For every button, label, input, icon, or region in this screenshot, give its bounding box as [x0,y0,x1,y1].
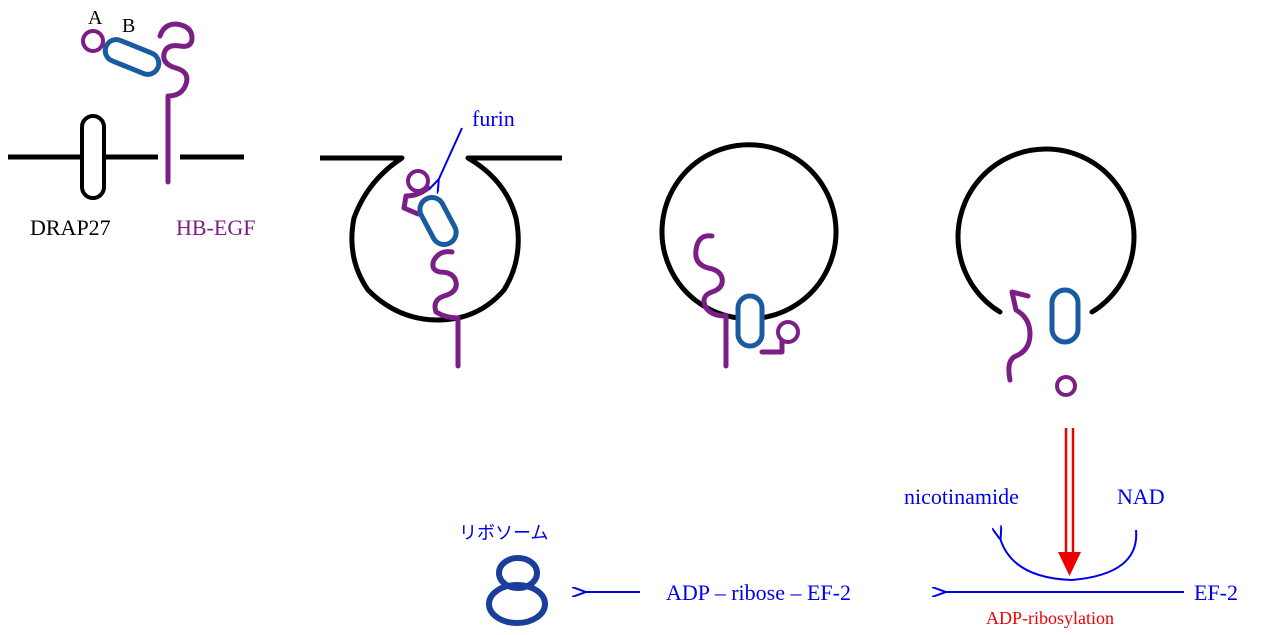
ribosome: リボソーム [459,523,548,626]
hbegf-receptor-1 [157,21,195,185]
toxin-b-fragment-4 [1049,287,1081,345]
toxin-linker-3 [759,337,785,355]
nad-nicotinamide-arc [1000,530,1138,582]
red-double-arrow [1064,428,1075,556]
toxin-b-fragment-3 [735,293,765,349]
panel-1-binding: A B DRAP27 HB-EGF [8,7,255,240]
toxin-a-fragment-3 [776,320,800,344]
label-ef2: EF-2 [1194,580,1238,605]
label-ribosome: リボソーム [459,523,548,543]
endosome-membrane-3 [659,142,839,321]
toxin-a-fragment-2 [406,169,430,193]
ribosome-large-subunit [486,582,548,626]
drap27-protein [80,114,106,200]
label-nicotinamide: nicotinamide [904,484,1019,509]
panel-2-endocytosis: furin [320,106,562,369]
label-adp-ribosylation: ADP-ribosylation [986,608,1114,628]
label-furin: furin [472,106,515,131]
label-adp-ribose-ef2: ADP – ribose – EF-2 [666,580,851,605]
toxin-a-fragment-released [1055,375,1077,397]
invaginating-membrane [320,155,562,323]
toxin-b-fragment-1 [102,37,162,77]
endosome-membrane-4 [955,146,1137,315]
panel-3-endosome [659,142,839,369]
red-arrow-head [1058,552,1081,576]
label-nad: NAD [1117,484,1165,509]
toxin-a-fragment-1 [81,29,105,53]
label-hbegf: HB-EGF [176,215,255,240]
toxin-b-fragment-2 [417,195,459,247]
panel-4-translocation [955,146,1137,397]
label-b: B [122,15,135,37]
adp-ribosylation-pathway: nicotinamide NAD EF-2 ADP – ribose – EF-… [584,428,1238,628]
label-a: A [88,7,103,29]
hbegf-receptor-4 [1006,289,1033,383]
label-drap27: DRAP27 [30,215,111,240]
hbegf-receptor-2 [430,249,461,369]
hbegf-receptor-3 [693,233,729,369]
furin-arrow [438,127,463,181]
